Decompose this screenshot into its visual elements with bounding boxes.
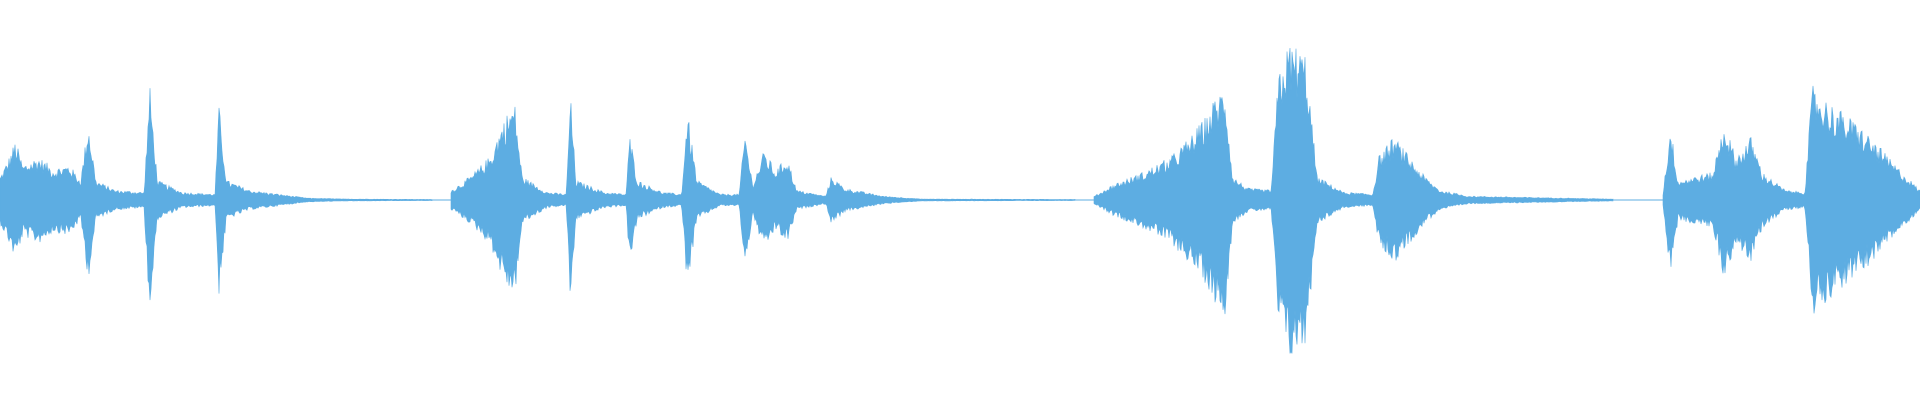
waveform-segment-4 bbox=[1662, 85, 1920, 314]
waveform-segment-3 bbox=[1093, 47, 1614, 354]
waveform-segment-2 bbox=[450, 103, 1076, 291]
waveform-segment-1 bbox=[0, 88, 433, 301]
